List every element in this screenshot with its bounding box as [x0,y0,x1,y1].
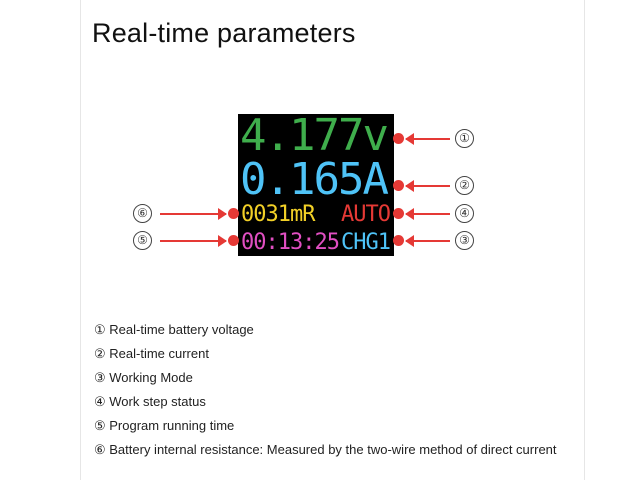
callout-dot-6 [228,208,239,219]
marker-6: ⑥ [133,204,152,223]
callout-arrow-6 [160,208,227,220]
callout-arrow-5 [160,235,227,247]
current-readout: 0.165A [240,154,389,205]
frame-line-left [80,0,81,480]
callout-arrow-3 [405,235,450,247]
callout-arrow-4 [405,208,450,220]
callout-dot-3 [393,235,404,246]
callout-dot-4 [393,208,404,219]
legend-item: ⑤ Program running time [94,418,235,433]
callout-dot-1 [393,133,404,144]
callout-dot-5 [228,235,239,246]
callout-arrow-1 [405,133,450,145]
callout-arrow-2 [405,180,450,192]
marker-4: ④ [455,204,474,223]
page-title: Real-time parameters [92,18,356,48]
legend-item: ② Real-time current [94,346,209,361]
step-readout: CHG1 [341,230,391,255]
frame-line-right [584,0,585,480]
legend-item: ④ Work step status [94,394,206,409]
marker-2: ② [455,176,474,195]
voltage-readout: 4.177v [240,110,389,161]
lcd-display: 4.177v 0.165A 0031mR AUTO 00:13:25 CHG1 [238,110,394,256]
resistance-readout: 0031mR [241,202,315,227]
legend-item: ⑥ Battery internal resistance: Measured … [94,442,557,457]
legend-item: ③ Working Mode [94,370,193,385]
callout-dot-2 [393,180,404,191]
marker-5: ⑤ [133,231,152,250]
marker-3: ③ [455,231,474,250]
legend-item: ① Real-time battery voltage [94,322,254,337]
marker-1: ① [455,129,474,148]
legend-list: ① Real-time battery voltage ② Real-time … [94,318,557,462]
run-time-readout: 00:13:25 [241,230,340,255]
mode-readout: AUTO [341,202,391,227]
